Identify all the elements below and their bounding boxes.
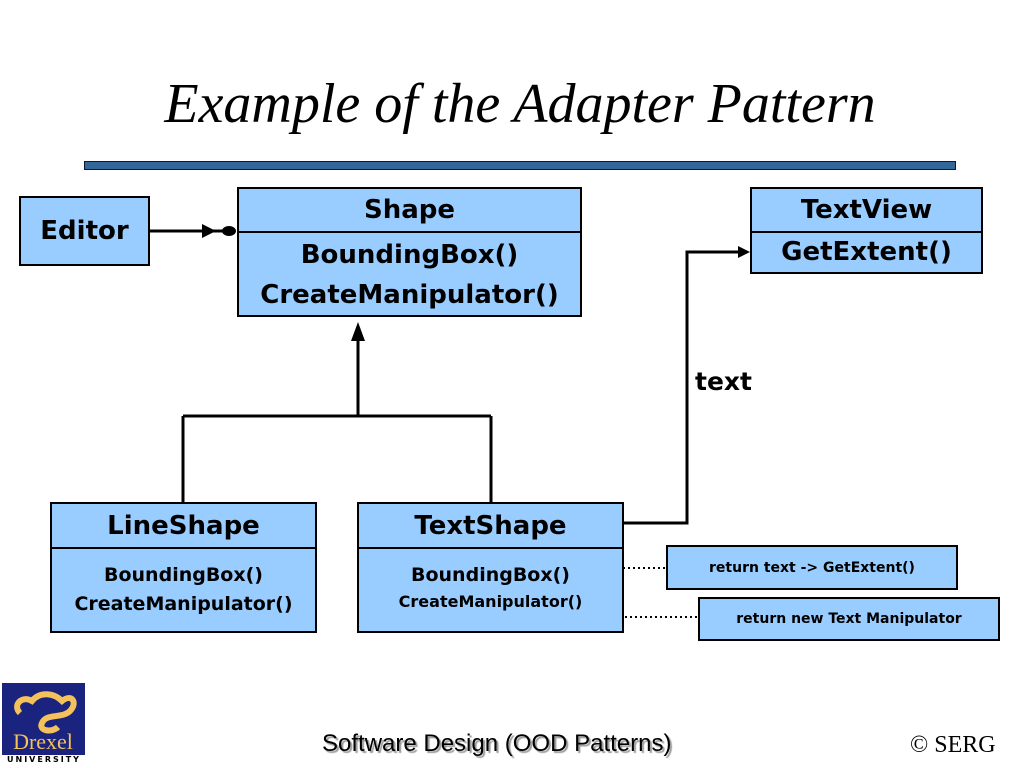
dragon-icon: Drexel <box>13 691 77 754</box>
logo-subtitle: UNIVERSITY <box>7 755 81 764</box>
note-bounding-box-text: return text -> GetExtent() <box>709 559 915 576</box>
note-create-manipulator-text: return new Text Manipulator <box>736 611 962 627</box>
logo-name: Drexel <box>13 729 73 754</box>
footer-course: Software Design (OOD Patterns) <box>322 730 672 757</box>
class-editor: Editor <box>19 196 150 266</box>
slide-title: Example of the Adapter Pattern <box>164 73 876 135</box>
inheritance-arrowhead <box>351 322 365 341</box>
class-lineshape-name: LineShape <box>52 504 315 549</box>
footer-copyright: © SERG <box>910 732 996 758</box>
association-label: text <box>695 367 752 396</box>
class-shape: Shape BoundingBox() CreateManipulator() <box>237 187 582 317</box>
editor-dot <box>222 226 236 236</box>
title-rule <box>84 161 956 170</box>
note-create-manipulator: return new Text Manipulator <box>698 597 1000 641</box>
class-textshape-method: CreateManipulator() <box>398 592 583 611</box>
text-association-line <box>623 250 740 525</box>
note-bounding-box: return text -> GetExtent() <box>666 545 958 590</box>
class-textshape-name: TextShape <box>359 504 622 549</box>
class-textview-name: TextView <box>752 189 981 233</box>
class-shape-method: BoundingBox() <box>300 240 519 270</box>
text-association-arrowhead <box>738 246 750 258</box>
class-lineshape-method: BoundingBox() <box>104 564 263 586</box>
class-shape-name: Shape <box>239 189 580 233</box>
class-textshape-method: BoundingBox() <box>411 564 570 586</box>
class-editor-name: Editor <box>40 216 129 246</box>
class-lineshape: LineShape BoundingBox() CreateManipulato… <box>50 502 317 633</box>
class-lineshape-method: CreateManipulator() <box>74 593 293 615</box>
editor-arrowhead <box>202 224 216 238</box>
class-textshape: TextShape BoundingBox() CreateManipulato… <box>357 502 624 633</box>
drexel-logo: Drexel <box>2 683 85 755</box>
class-shape-method: CreateManipulator() <box>260 280 559 310</box>
class-textview-method: GetExtent() <box>781 237 952 267</box>
class-textview: TextView GetExtent() <box>750 187 983 274</box>
